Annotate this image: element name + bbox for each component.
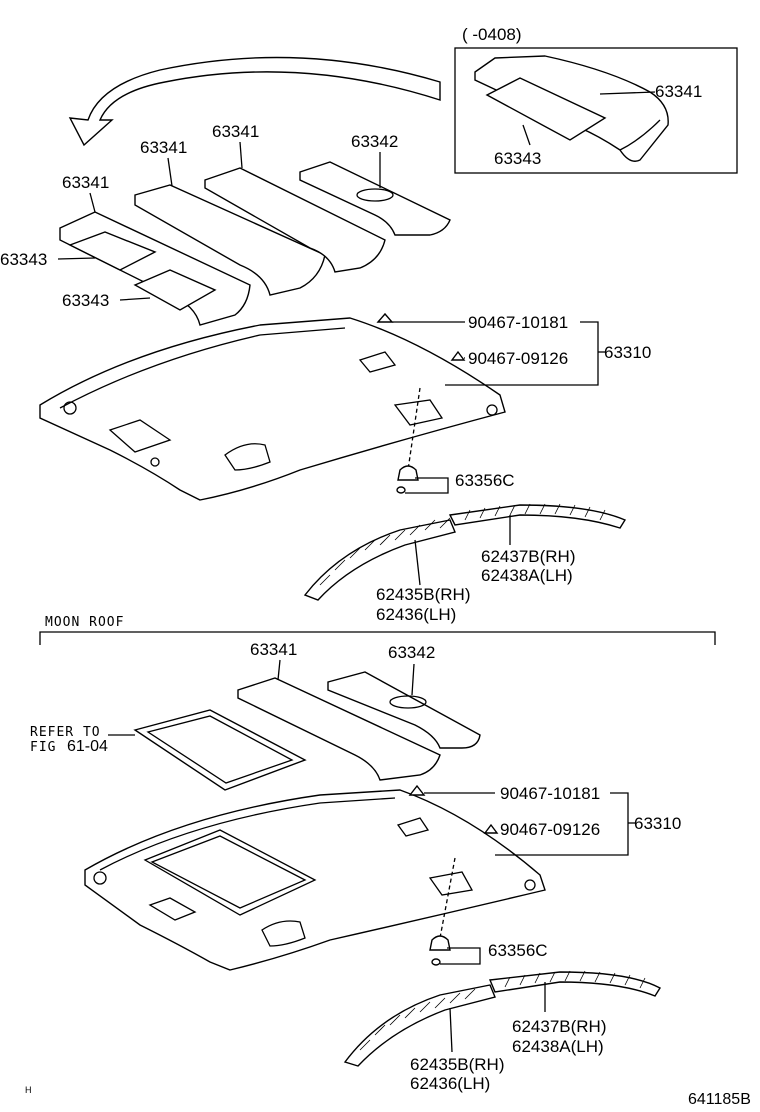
strip-top-rh2: 62435B(RH) xyxy=(376,585,471,604)
mr-pad-label-2: 63342 xyxy=(388,643,435,662)
strip-mr-rh2: 62435B(RH) xyxy=(410,1055,505,1074)
lamp-top-label: 63356C xyxy=(455,471,515,490)
lamp-mr-label: 63356C xyxy=(488,941,548,960)
moon-roof-title: MOON ROOF xyxy=(45,615,124,630)
strip-mr-lh2: 62436(LH) xyxy=(410,1074,490,1093)
pad-label-2: 63341 xyxy=(140,138,187,157)
pad-4 xyxy=(299,161,451,236)
pad-label-4: 63342 xyxy=(351,132,398,151)
sheet-2 xyxy=(133,269,217,311)
inset-range-label: ( -0408) xyxy=(462,25,522,44)
inset-label-63341: 63341 xyxy=(655,82,702,101)
inset-box xyxy=(454,47,738,174)
refer-to-line1: REFER TO xyxy=(30,725,101,740)
strip-mr-a xyxy=(343,984,496,1067)
strip-mr-b xyxy=(488,971,661,997)
headliner-top xyxy=(39,317,506,501)
corner-mark: H xyxy=(25,1085,32,1095)
diagram-code: 641185B xyxy=(688,1091,751,1108)
strip-top-rh1: 62437B(RH) xyxy=(481,547,576,566)
moonroof-opening xyxy=(143,829,317,916)
mr-pad-2 xyxy=(327,671,481,749)
pad-label-1: 63341 xyxy=(62,173,109,192)
fastener-top-1: 90467-10181 xyxy=(468,313,568,332)
pad-3 xyxy=(204,167,386,273)
pad-label-6: 63343 xyxy=(62,291,109,310)
refer-to-line2b: 61-04 xyxy=(67,738,108,755)
strip-mr-lh1: 62438A(LH) xyxy=(512,1037,604,1056)
refer-to-line2a: FIG xyxy=(30,740,56,755)
strip-top-lh1: 62438A(LH) xyxy=(481,566,573,585)
inset-label-63343: 63343 xyxy=(494,149,541,168)
pad-2 xyxy=(134,184,326,296)
fastener-mr-1: 90467-10181 xyxy=(500,784,600,803)
curved-arrow xyxy=(68,56,441,147)
mr-pad-1 xyxy=(237,677,441,781)
inset-sheet xyxy=(485,77,607,141)
mr-pad-label-1: 63341 xyxy=(250,640,297,659)
headliner-top-opening xyxy=(108,419,172,453)
pad-label-5: 63343 xyxy=(0,250,47,269)
strip-top-a xyxy=(303,519,456,601)
strip-top-lh2: 62436(LH) xyxy=(376,605,456,624)
strip-mr-rh1: 62437B(RH) xyxy=(512,1017,607,1036)
assembly-top: 63310 xyxy=(604,343,651,362)
moon-roof-divider xyxy=(39,631,716,645)
strip-top-b xyxy=(448,504,627,529)
assembly-mr: 63310 xyxy=(634,814,681,833)
fastener-top-2: 90467-09126 xyxy=(468,349,568,368)
sheet-1 xyxy=(68,231,157,271)
fastener-mr-2: 90467-09126 xyxy=(500,820,600,839)
pad-label-3: 63341 xyxy=(212,122,259,141)
